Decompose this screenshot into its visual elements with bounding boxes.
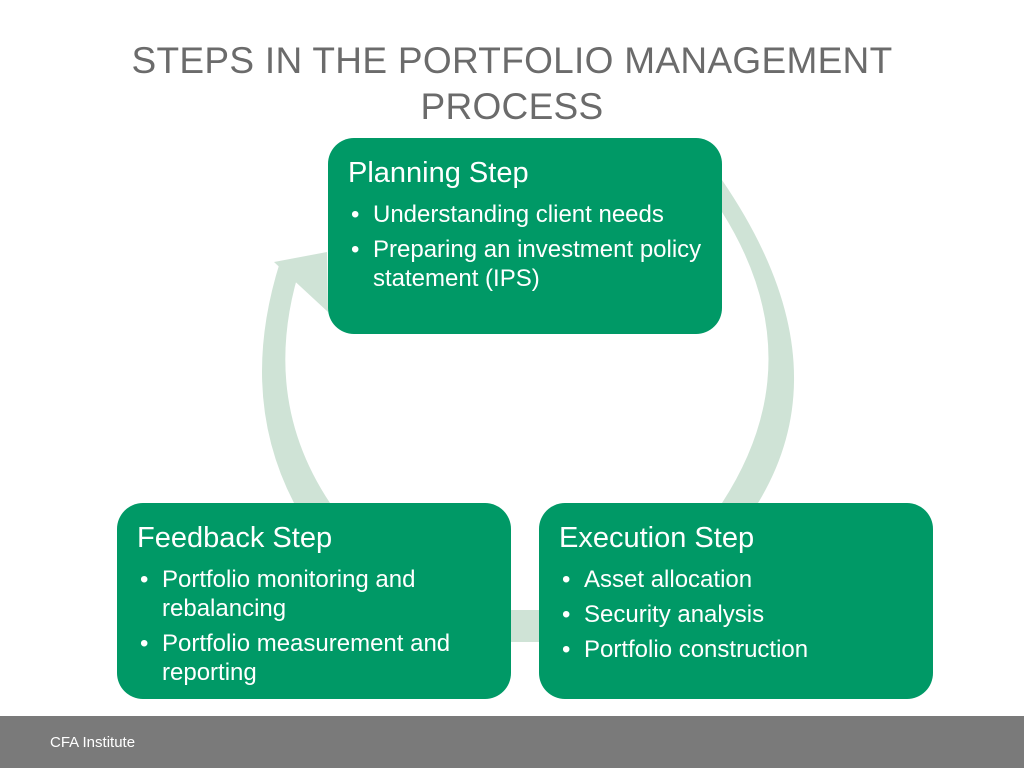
- execution-step-box: Execution Step • Asset allocation • Securi…: [539, 503, 933, 699]
- footer-bar: CFA Institute: [0, 716, 1024, 768]
- list-item-text: Security analysis: [584, 601, 765, 628]
- cycle-arc-left: [262, 262, 330, 503]
- list-item: • Preparing an investment policy statemen…: [348, 235, 702, 293]
- list-item-text: Portfolio monitoring and rebalancing: [162, 566, 416, 622]
- bullet-icon: •: [140, 566, 149, 593]
- feedback-step-box: Feedback Step • Portfolio monitoring and …: [117, 503, 511, 699]
- list-item: • Portfolio monitoring and rebalancing: [137, 565, 491, 623]
- bullet-icon: •: [562, 566, 571, 593]
- list-item-text: Portfolio measurement and reporting: [162, 630, 451, 686]
- list-item: • Understanding client needs: [348, 200, 702, 229]
- list-item-text: Asset allocation: [584, 566, 753, 593]
- planning-step-title: Planning Step: [348, 157, 529, 189]
- bullet-icon: •: [562, 601, 571, 628]
- feedback-step-list: • Portfolio monitoring and rebalancing • P…: [137, 565, 491, 687]
- page-title: STEPS IN THE PORTFOLIO MANAGEMENT PROCES…: [131, 40, 893, 127]
- planning-step-box: Planning Step • Understanding client need…: [328, 138, 722, 334]
- execution-step-title: Execution Step: [559, 522, 755, 554]
- bullet-icon: •: [351, 236, 360, 263]
- execution-step-list: • Asset allocation • Security analysis • Po…: [559, 565, 913, 664]
- cycle-connector-bottom: [511, 610, 539, 642]
- list-item-text: Portfolio construction: [584, 636, 809, 663]
- list-item: • Security analysis: [559, 600, 913, 629]
- list-item-text: Preparing an investment policy statement…: [373, 236, 702, 292]
- bullet-icon: •: [351, 201, 360, 228]
- feedback-step-title: Feedback Step: [137, 522, 333, 554]
- list-item: • Portfolio measurement and reporting: [137, 629, 491, 687]
- planning-step-list: • Understanding client needs • Preparing a…: [348, 200, 702, 293]
- bullet-icon: •: [562, 636, 571, 663]
- cycle-arc-right: [722, 180, 795, 503]
- bullet-icon: •: [140, 630, 149, 657]
- list-item-text: Understanding client needs: [373, 201, 664, 228]
- footer-organization: CFA Institute: [50, 734, 136, 751]
- cycle-arrowhead-icon: [274, 252, 328, 312]
- list-item: • Asset allocation: [559, 565, 913, 594]
- list-item: • Portfolio construction: [559, 635, 913, 664]
